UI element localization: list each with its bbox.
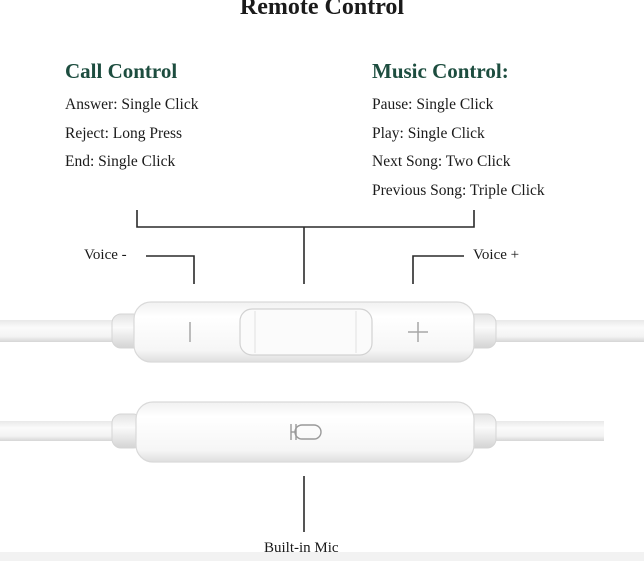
plus-icon[interactable] <box>408 322 428 342</box>
call-control-item: Answer: Single Click <box>65 96 199 113</box>
call-control-item: Reject: Long Press <box>65 125 183 142</box>
call-control-heading: Call Control <box>65 59 178 83</box>
music-control-heading: Music Control: <box>372 59 509 83</box>
upper-cable-left <box>0 320 120 342</box>
lower-cable-right <box>488 421 604 441</box>
microphone-icon <box>290 424 322 440</box>
lower-remote-body <box>135 401 475 463</box>
center-button[interactable] <box>239 308 373 356</box>
lower-cable-left <box>0 421 120 441</box>
music-control-item: Play: Single Click <box>372 125 485 142</box>
voice-up-leader <box>412 255 464 284</box>
call-control-item: End: Single Click <box>65 153 176 170</box>
music-control-item: Pause: Single Click <box>372 96 494 113</box>
upper-cable-right <box>488 320 644 342</box>
bottom-band <box>0 552 644 561</box>
voice-up-label: Voice + <box>473 247 520 263</box>
voice-down-leader <box>146 255 195 284</box>
music-control-item: Next Song: Two Click <box>372 153 511 170</box>
voice-down-label: Voice - <box>84 247 127 263</box>
bracket-leader <box>136 210 475 284</box>
diagram-title: Remote Control <box>239 0 405 20</box>
music-control-item: Previous Song: Triple Click <box>372 182 545 199</box>
